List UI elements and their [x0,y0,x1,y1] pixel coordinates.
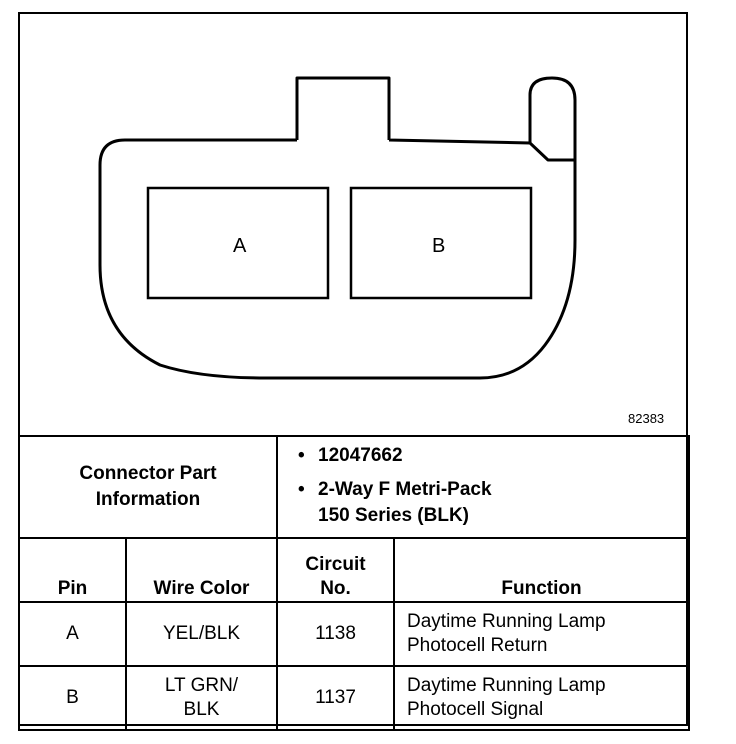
cell-function: Daytime Running Lamp Photocell Signal [392,665,691,731]
cell-wire-color: YEL/BLK [125,601,278,667]
cell-pin: B [18,665,127,731]
header-wire-color: Wire Color [125,537,278,603]
pin-label-b: B [432,235,445,257]
connector-part-info-label: Connector Part Information [18,435,278,539]
table-header-row: Pin Wire Color Circuit No. Function [18,537,691,603]
cell-function: Daytime Running Lamp Photocell Return [392,601,691,667]
cell-wire-color: LT GRN/ BLK [125,665,278,731]
pin-cavity-b [349,186,533,300]
connector-table: Connector Part Information 12047662 2-Wa… [18,435,691,731]
cell-circuit: 1137 [276,665,395,731]
header-pin: Pin [18,537,127,603]
connector-latch [528,76,577,160]
connector-diagram: A B [98,76,577,380]
table-row: A YEL/BLK 1138 Daytime Running Lamp Phot… [18,601,691,667]
table-row: B LT GRN/ BLK 1137 Daytime Running Lamp … [18,665,691,731]
header-circuit: Circuit No. [276,537,395,603]
part-number: 12047662 [298,443,688,469]
pin-cavity-a [146,186,330,300]
cell-pin: A [18,601,127,667]
connector-part-info-values: 12047662 2-Way F Metri-Pack 150 Series (… [275,435,691,539]
header-function: Function [392,537,691,603]
connector-body [98,76,577,380]
cell-circuit: 1138 [276,601,395,667]
connector-description: 2-Way F Metri-Pack 150 Series (BLK) [298,477,688,529]
pin-label-a: A [233,235,247,257]
figure-id: 82383 [628,411,665,426]
